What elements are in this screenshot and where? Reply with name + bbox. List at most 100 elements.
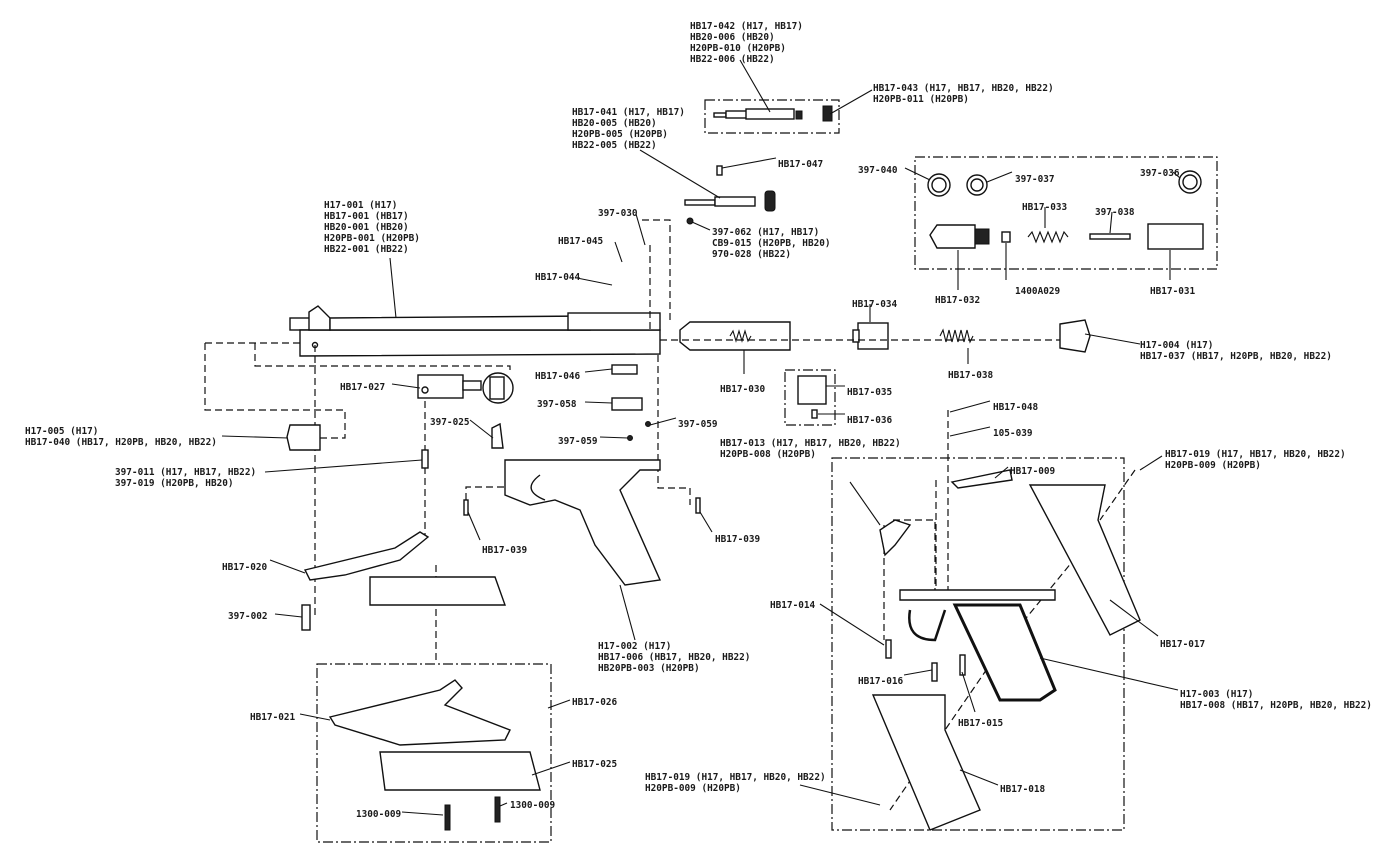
leader-line (299, 713, 331, 721)
leader-line (1109, 211, 1113, 234)
part-number-label: HB17-006 (HB17, HB20, HB22) (598, 652, 750, 663)
callout: HB17-046 (535, 368, 613, 382)
leader-line (614, 241, 623, 263)
callout: 397-062 (H17, HB17)CB9-015 (H20PB, HB20)… (691, 221, 831, 260)
callout: HB17-016 (858, 669, 933, 687)
part-number-label: H17-001 (H17) (324, 200, 397, 211)
part-number-label: HB17-045 (558, 236, 604, 247)
valve-detail-box (914, 156, 1218, 270)
leader-line (264, 459, 423, 473)
part-number-label: HB17-033 (1022, 202, 1068, 213)
leader-line (499, 802, 508, 807)
part-number-label: HB17-036 (847, 415, 893, 426)
part-number-label: HB20-001 (HB20) (324, 222, 409, 233)
callout: HB17-036 (818, 413, 893, 426)
leader-line (269, 559, 306, 574)
part-number-label: 970-028 (HB22) (712, 249, 791, 260)
part-number-label: 105-039 (993, 428, 1033, 439)
leader-line (819, 603, 885, 646)
part-number-label: HB17-025 (572, 759, 618, 770)
part-number-label: H20PB-005 (H20PB) (572, 129, 668, 140)
part-number-label: H20PB-010 (H20PB) (690, 43, 786, 54)
part-number-label: H20PB-011 (H20PB) (873, 94, 969, 105)
callout: H17-004 (H17)HB17-037 (HB17, H20PB, HB20… (1084, 333, 1332, 362)
leader-line (274, 613, 303, 618)
pump-lever-detail-box (316, 663, 552, 843)
part-number-label: HB17-014 (770, 600, 816, 611)
callout: HB17-026 (547, 697, 618, 709)
part-number-label: HB22-005 (HB22) (572, 140, 657, 151)
callout: 397-025 (430, 417, 494, 439)
valve-stem-detail-box (784, 369, 836, 426)
leader-line (949, 426, 991, 437)
part-number-label: HB17-026 (572, 697, 618, 708)
callout: HB17-038 (948, 348, 994, 381)
misc-parts (286, 364, 1141, 831)
valve-parts (679, 170, 1204, 419)
callout: HB17-034 (852, 299, 898, 322)
part-number-label: HB17-041 (H17, HB17) (572, 107, 685, 118)
leader-line (739, 59, 771, 113)
part-number-label: HB17-037 (HB17, H20PB, HB20, HB22) (1140, 351, 1332, 362)
callout: 397-059 (558, 436, 629, 447)
leader-line (904, 167, 931, 181)
leader-line (1084, 333, 1141, 345)
barrel-receiver (289, 305, 661, 357)
part-number-label: HB22-001 (HB22) (324, 244, 409, 255)
part-number-label: HB17-016 (858, 676, 904, 687)
part-number-label: H20PB-001 (H20PB) (324, 233, 420, 244)
part-number-label: 397-025 (430, 417, 470, 428)
part-number-label: 397-038 (1095, 207, 1135, 218)
part-number-label: H17-004 (H17) (1140, 340, 1213, 351)
part-number-label: HB17-047 (778, 159, 823, 170)
part-number-label: CB9-015 (H20PB, HB20) (712, 238, 831, 249)
leader-line (619, 584, 636, 641)
part-number-label: HB17-038 (948, 370, 994, 381)
part-number-label: H20PB-008 (H20PB) (720, 449, 816, 460)
callout: HB17-043 (H17, HB17, HB20, HB22)H20PB-01… (829, 83, 1054, 115)
callout: HB17-039 (467, 511, 528, 556)
callout: HB17-032 (935, 250, 980, 306)
leader-line (959, 769, 999, 786)
part-number-label: 397-040 (858, 165, 898, 176)
leader-line (849, 481, 881, 526)
part-number-label: HB17-009 (1010, 466, 1056, 477)
callout: HB17-013 (H17, HB17, HB20, HB22)H20PB-00… (720, 438, 901, 526)
callout: HB17-031 (1150, 250, 1196, 297)
callout: H17-001 (H17)HB17-001 (HB17)HB20-001 (HB… (324, 200, 420, 319)
part-number-label: HB17-044 (535, 272, 581, 283)
callout: H17-003 (H17)HB17-008 (HB17, H20PB, HB20… (1039, 657, 1372, 711)
callout: HB17-033 (1022, 202, 1068, 228)
part-number-label: HB17-019 (H17, HB17, HB20, HB22) (645, 772, 826, 783)
part-number-label: 397-058 (537, 399, 577, 410)
leader-line (1172, 171, 1181, 179)
part-number-label: H20PB-009 (H20PB) (1165, 460, 1261, 471)
part-number-label: HB17-032 (935, 295, 980, 306)
callout: H17-005 (H17)HB17-040 (HB17, H20PB, HB20… (25, 426, 289, 448)
part-number-label: 397-059 (678, 419, 718, 430)
callout: 397-011 (H17, HB17, HB22)397-019 (H20PB,… (115, 459, 423, 489)
callout: 1400A029 (1005, 243, 1061, 297)
bolt-part (684, 105, 833, 225)
leader-line (599, 436, 629, 439)
callout: HB17-018 (959, 769, 1046, 795)
callout: HB17-041 (H17, HB17)HB20-005 (HB20)H20PB… (572, 107, 721, 199)
callout: 397-037 (986, 171, 1055, 185)
callout: 397-058 (537, 399, 613, 410)
leader-line (576, 277, 613, 286)
part-number-label: HB17-030 (720, 384, 766, 395)
leader-line (401, 811, 444, 816)
part-number-label: HB17-031 (1150, 286, 1196, 297)
part-number-label: HB17-001 (HB17) (324, 211, 409, 222)
callout: HB17-027 (340, 382, 421, 393)
part-number-label: H17-002 (H17) (598, 641, 671, 652)
leader-line (639, 149, 721, 199)
callout: 1300-009 (356, 809, 444, 820)
part-number-label: HB17-034 (852, 299, 898, 310)
callout: HB17-020 (222, 559, 306, 574)
part-number-label: HB17-008 (HB17, H20PB, HB20, HB22) (1180, 700, 1372, 711)
part-number-label: HB17-020 (222, 562, 268, 573)
callout: HB17-044 (535, 272, 613, 286)
part-number-label: HB20-006 (HB20) (690, 32, 775, 43)
